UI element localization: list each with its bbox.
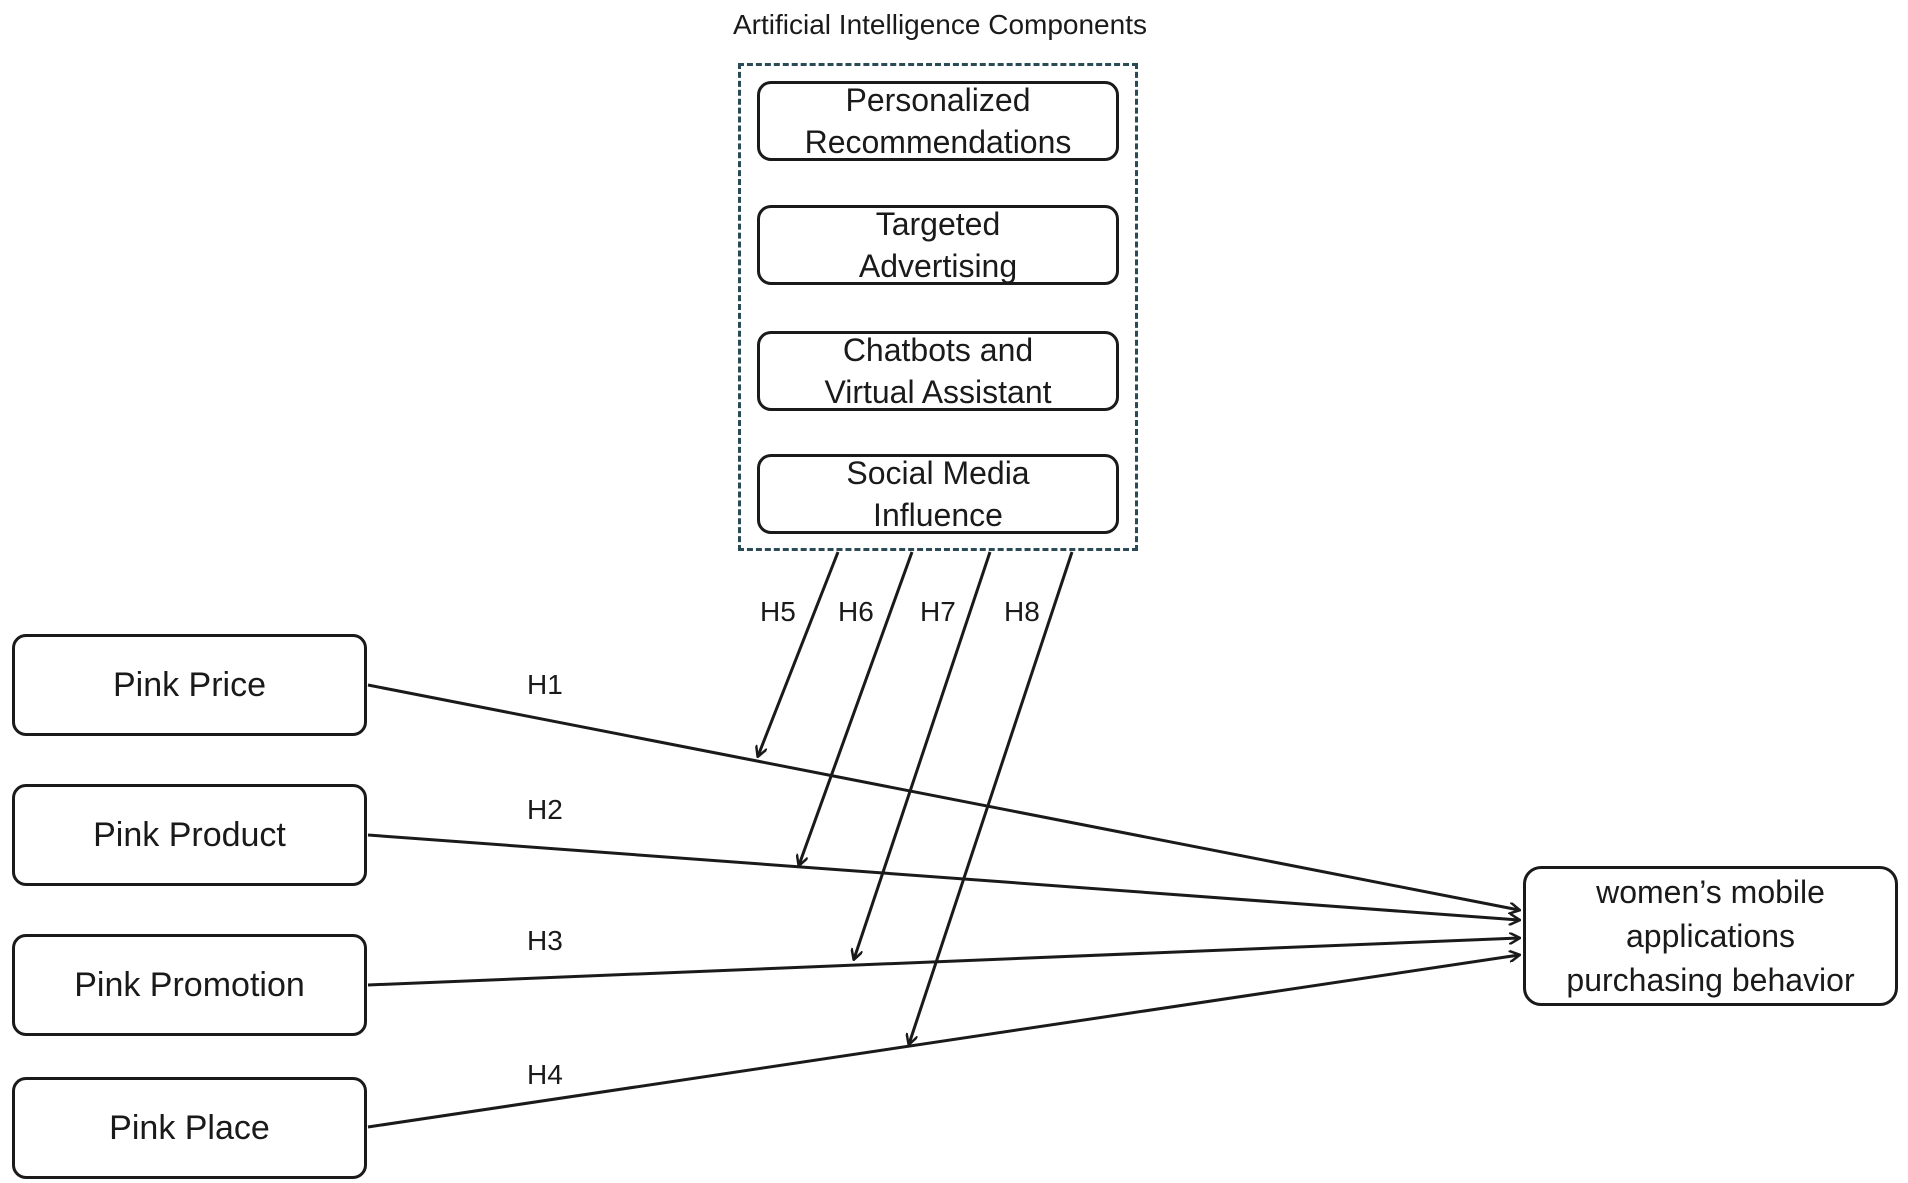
hypothesis-label-h4: H4 bbox=[527, 1059, 563, 1090]
purchasing-behavior-box: women’s mobile applications purchasing b… bbox=[1523, 866, 1898, 1006]
hypothesis-label-h3: H3 bbox=[527, 925, 563, 956]
arrow-h4 bbox=[367, 955, 1519, 1129]
ai-component-label-line1: Targeted bbox=[875, 206, 1001, 242]
ai-components-group bbox=[738, 63, 1138, 551]
social-media-influence-box: Social Media Influence bbox=[757, 454, 1119, 534]
pink-product-label: Pink Product bbox=[93, 816, 286, 854]
arrow-h2 bbox=[367, 833, 1519, 920]
arrow-h1 bbox=[367, 683, 1519, 910]
hypothesis-label-h5: H5 bbox=[760, 596, 796, 627]
hypothesis-label-h2: H2 bbox=[527, 794, 563, 825]
outcome-label-line1: women’s mobile bbox=[1596, 874, 1825, 910]
ai-component-label-line2: Influence bbox=[873, 497, 1003, 533]
arrow-h8 bbox=[909, 551, 1074, 1044]
outcome-label-line3: purchasing behavior bbox=[1566, 962, 1855, 998]
ai-component-label-line2: Advertising bbox=[858, 248, 1018, 284]
group-title: Artificial Intelligence Components bbox=[733, 9, 1147, 40]
personalized-recommendations-box: Personalized Recommendations bbox=[757, 81, 1119, 161]
ai-component-label-line1: Social Media bbox=[846, 455, 1030, 491]
targeted-advertising-box: Targeted Advertising bbox=[757, 205, 1119, 285]
hypothesis-label-h8: H8 bbox=[1004, 596, 1040, 627]
hypothesis-label-h1: H1 bbox=[527, 669, 563, 700]
ai-component-label-line1: Chatbots and bbox=[842, 332, 1034, 368]
ai-component-label-line2: Virtual Assistant bbox=[824, 374, 1052, 410]
arrow-h5 bbox=[758, 551, 840, 756]
pink-place-box: Pink Place bbox=[12, 1077, 367, 1179]
pink-promotion-label: Pink Promotion bbox=[74, 966, 305, 1004]
pink-place-label: Pink Place bbox=[109, 1109, 270, 1147]
arrow-h7 bbox=[854, 551, 992, 959]
hypothesis-label-h7: H7 bbox=[920, 596, 956, 627]
pink-promotion-box: Pink Promotion bbox=[12, 934, 367, 1036]
pink-product-box: Pink Product bbox=[12, 784, 367, 886]
pink-price-box: Pink Price bbox=[12, 634, 367, 736]
ai-component-label-line1: Personalized bbox=[845, 82, 1031, 118]
hypothesis-label-h6: H6 bbox=[838, 596, 874, 627]
chatbots-virtual-assistant-box: Chatbots and Virtual Assistant bbox=[757, 331, 1119, 411]
arrow-h3 bbox=[367, 938, 1519, 987]
ai-component-label-line2: Recommendations bbox=[804, 124, 1072, 160]
pink-price-label: Pink Price bbox=[112, 666, 267, 704]
outcome-label-line2: applications bbox=[1626, 918, 1795, 954]
arrow-h6 bbox=[799, 551, 914, 865]
